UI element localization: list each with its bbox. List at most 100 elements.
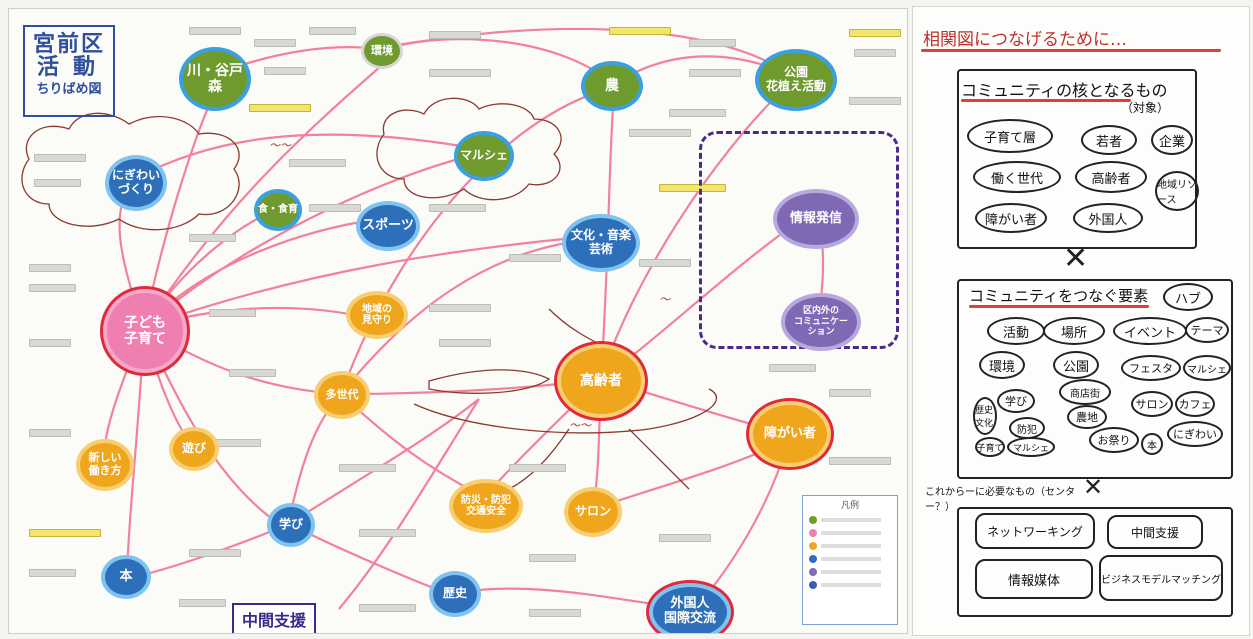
core-item-disabled: 障がい者 — [975, 203, 1047, 233]
node-river-forest: 川・谷戸 森 — [179, 47, 251, 111]
activity-tag — [264, 67, 306, 75]
activity-tag — [34, 154, 86, 162]
center-section-box — [957, 507, 1233, 617]
handwritten-note: 〜 — [659, 293, 670, 306]
handwritten-note: 〜〜 — [569, 419, 591, 432]
node-books: 本 — [101, 555, 151, 599]
activity-tag — [829, 457, 891, 465]
node-learning: 学び — [267, 503, 315, 547]
connect-item-event: イベント — [1113, 317, 1187, 345]
activity-tag — [639, 259, 691, 267]
title-line-2: 活動 — [36, 55, 109, 81]
connect-item-crime-prevention: 防犯 — [1009, 417, 1045, 439]
activity-tag — [609, 27, 671, 35]
node-information: 情報発信 — [773, 189, 859, 249]
activity-tag — [829, 389, 871, 397]
activity-tag — [429, 204, 486, 212]
node-food: 食・食育 — [254, 189, 302, 231]
center-item-intermediary-support: 中間支援 — [1107, 515, 1203, 549]
activity-tag — [29, 284, 76, 292]
activity-tag — [659, 184, 726, 192]
activity-tag — [189, 234, 236, 242]
connect-section-box — [957, 279, 1233, 479]
activity-tag — [689, 69, 741, 77]
connect-item-childcare: 子育て — [975, 437, 1005, 457]
handwritten-note: 〜〜 — [269, 139, 291, 152]
core-item-youth: 若者 — [1081, 125, 1137, 155]
center-item-business-matching: ビジネスモデルマッチング — [1099, 555, 1223, 601]
activity-tag — [529, 554, 576, 562]
activity-tag — [509, 254, 561, 262]
center-section-title: これからーに必要なもの（センター？） — [925, 487, 1075, 513]
activity-tag — [629, 129, 691, 137]
connect-item-books: 本 — [1141, 433, 1163, 455]
activity-tag — [189, 549, 241, 557]
legend-row — [809, 516, 897, 524]
legend-row — [809, 529, 897, 537]
legend: 凡例 — [802, 495, 898, 625]
connect-item-cafe: カフェ — [1175, 391, 1215, 417]
node-foreigners-intl-exchange: 外国人 国際交流 — [649, 583, 731, 633]
activity-tag — [309, 27, 356, 35]
title-line-3: ちりばめ図 — [36, 82, 102, 98]
activity-tag — [29, 569, 76, 577]
node-environment: 環境 — [361, 33, 403, 69]
activity-tag — [769, 364, 816, 372]
connect-item-shopping-street: 商店街 — [1059, 379, 1111, 405]
connect-item-place: 場所 — [1043, 317, 1105, 345]
legend-row — [809, 568, 897, 576]
activity-tag — [29, 429, 71, 437]
node-children-childcare: 子ども 子育て — [103, 289, 187, 373]
node-elderly: 高齢者 — [557, 344, 645, 418]
core-section-title: コミュニティの核となるもの — [961, 81, 1168, 100]
whiteboard: 相関図につなげるために… コミュニティの核となるもの （対象） 子育て層 若者 … — [912, 6, 1250, 636]
core-item-elderly: 高齢者 — [1075, 161, 1147, 193]
connect-title-underline — [969, 305, 1149, 308]
activity-tag — [254, 39, 296, 47]
connect-item-learning: 学び — [997, 389, 1035, 413]
node-bustling-town: にぎわい づくり — [105, 155, 167, 211]
information-layer-boundary — [699, 131, 899, 349]
activity-tag — [249, 104, 311, 112]
activity-tag — [854, 49, 896, 57]
activity-tag — [229, 369, 276, 377]
activity-tag — [359, 529, 416, 537]
activity-tag — [509, 464, 566, 472]
connect-hub-tag: ハブ — [1163, 283, 1213, 311]
center-item-networking: ネットワーキング — [975, 513, 1095, 549]
intermediary-support-label: 中間支援 — [232, 603, 317, 633]
node-disabled: 障がい者 — [749, 401, 831, 467]
legend-row — [809, 542, 897, 550]
connect-item-farmland: 農地 — [1067, 405, 1107, 429]
activity-tag — [189, 27, 241, 35]
activity-tag — [29, 529, 101, 537]
legend-row — [809, 555, 897, 563]
activity-tag — [309, 204, 361, 212]
node-history: 歴史 — [429, 571, 481, 617]
core-title-underline — [961, 99, 1131, 102]
activity-tag — [429, 69, 491, 77]
core-item-working-generation: 働く世代 — [973, 161, 1061, 193]
title-line-1: 宮前区 — [32, 32, 105, 57]
node-disaster-crime-traffic: 防災・防犯 交通安全 — [449, 479, 523, 533]
core-item-foreigners: 外国人 — [1073, 203, 1143, 233]
activity-map-poster: 宮前区 活動 ちりばめ図 川・谷戸 森 環境 農 公園 花植え活動 にぎわい づ… — [8, 8, 908, 634]
connect-item-bustle: にぎわい — [1167, 421, 1223, 447]
core-item-companies: 企業 — [1151, 125, 1193, 155]
connect-section-title: コミュニティをつなぐ要素 — [969, 287, 1149, 305]
legend-row — [809, 581, 897, 589]
activity-tag — [179, 599, 226, 607]
core-item-parents: 子育て層 — [967, 119, 1053, 153]
connect-item-salon: サロン — [1131, 391, 1173, 417]
core-item-local-resources: 地域リソース — [1155, 171, 1199, 211]
node-new-workstyle: 新しい 働き方 — [76, 439, 134, 491]
node-communication: 区内外の コミュニケー ション — [781, 293, 861, 351]
connect-item-history-culture: 歴史文化 — [973, 397, 997, 435]
connect-item-theme: テーマ — [1185, 317, 1229, 343]
node-park-planting: 公園 花植え活動 — [755, 49, 837, 111]
node-play: 遊び — [169, 427, 219, 471]
poster-title: 宮前区 活動 ちりばめ図 — [23, 25, 115, 117]
connect-item-festa: フェスタ — [1121, 355, 1181, 381]
cross-mark-icon: ✕ — [1063, 241, 1089, 276]
connect-item-environment: 環境 — [979, 351, 1025, 379]
